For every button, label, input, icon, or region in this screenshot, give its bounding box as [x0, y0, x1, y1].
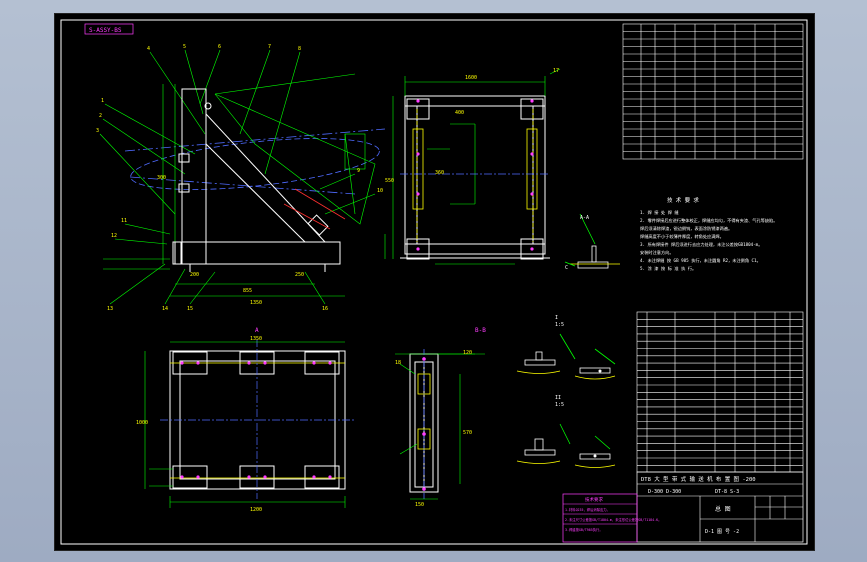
- weld-details: [516, 213, 620, 468]
- tech-note: 焊后须清除焊渣，锐边倒钝，表面涂防锈漆两遍。: [640, 225, 732, 232]
- view-label-b: B-B: [475, 327, 486, 334]
- svg-text:18: 18: [395, 360, 401, 366]
- svg-text:2: 2: [99, 113, 102, 119]
- detail-ratio-2: 1:5: [555, 402, 564, 408]
- frame-front-view: [392, 68, 561, 265]
- main-title: DT8 大 型 带 式 输 送 机 布 置 图 -200: [641, 475, 756, 483]
- title-tag: S-ASSY-BS: [89, 27, 122, 34]
- tech-note: 1. 焊 接 处 焊 缝: [640, 209, 679, 216]
- svg-text:5: 5: [183, 44, 186, 50]
- frame-plan-view: [144, 339, 355, 508]
- tech-note: 安装时注意方向。: [640, 249, 674, 256]
- detail-ratio-1: 1:5: [555, 322, 564, 328]
- view-label-a: A: [255, 327, 259, 334]
- svg-text:10: 10: [377, 188, 383, 194]
- tech-note: 焊缝高度不小于较薄件厚度，转角处应满焊。: [640, 233, 724, 240]
- tech-note: 5. 涂 漆 按 标 准 执 行。: [640, 265, 696, 272]
- tech-note: 3. 所有焊接件 焊后须进行去应力处理，未注公差按GB1804-m。: [640, 241, 762, 248]
- cad-viewport[interactable]: S-ASSY-BS: [54, 13, 815, 551]
- svg-text:9: 9: [357, 168, 360, 174]
- stamp-line: 1.材料Q235，焊后消除应力。: [565, 507, 610, 512]
- dim-text: 360: [435, 170, 444, 176]
- svg-text:6: 6: [218, 44, 221, 50]
- dim-text: 250: [295, 272, 304, 278]
- section-label-aa: A-A: [580, 215, 589, 221]
- svg-text:11: 11: [121, 218, 127, 224]
- dim-text: 150: [415, 502, 424, 508]
- svg-text:3: 3: [96, 128, 99, 134]
- column-side-view: [395, 349, 485, 500]
- drawing-number: D-1 图 号 -2: [705, 529, 739, 535]
- balloon-labels: 1 2 3 4 5 6 7 8 9 10 11 12 13 14 15 16 1…: [96, 44, 559, 366]
- dim-text: 400: [455, 110, 464, 116]
- drawing-canvas: S-ASSY-BS: [60, 19, 808, 545]
- dim-text: 855: [243, 288, 252, 294]
- svg-text:15: 15: [187, 306, 193, 312]
- title-code: D-300 D-300: [648, 489, 681, 495]
- svg-text:16: 16: [322, 306, 328, 312]
- parameter-table: [622, 23, 804, 160]
- title-block: DT8 大 型 带 式 输 送 机 布 置 图 -200 D-300 D-300…: [636, 471, 804, 543]
- svg-text:8: 8: [298, 46, 301, 52]
- detail-label-1: I: [555, 315, 558, 321]
- stamp-block: 技术要求 1.材料Q235，焊后消除应力。 2.未注尺寸公差按GB/T1804-…: [562, 493, 661, 543]
- bracket-view: [99, 49, 386, 305]
- stamp-line: 3.焊缝按GB/T985执行。: [565, 527, 603, 532]
- dim-text: 300: [157, 175, 166, 181]
- tech-note: 4. 未注焊缝 按 GB 985 执行，未注圆角 R2，未注倒角 C1。: [640, 257, 761, 264]
- stamp-title: 技术要求: [585, 496, 603, 503]
- dim-text: 200: [190, 272, 199, 278]
- dim-text: 1600: [465, 75, 477, 81]
- tech-heading: 技 术 要 求: [667, 196, 699, 204]
- dim-text: 570: [463, 430, 472, 436]
- dim-text: 1000: [136, 420, 148, 426]
- title-date: DT-8 S-3: [715, 489, 739, 495]
- drawing-border: [60, 19, 808, 545]
- dim-text: 120: [463, 350, 472, 356]
- svg-text:12: 12: [111, 233, 117, 239]
- dim-text: 1350: [250, 336, 262, 342]
- title-tag-box: [84, 23, 134, 35]
- dim-text: 1350: [250, 300, 262, 306]
- tech-note: 2. 零件焊接后应进行整体校正，焊缝应均匀，不得有夹渣、气孔等缺陷。: [640, 217, 777, 224]
- svg-text:17: 17: [553, 68, 559, 74]
- dim-text: 1200: [250, 507, 262, 513]
- technical-notes: 技 术 要 求 1. 焊 接 处 焊 缝 2. 零件焊接后应进行整体校正，焊缝应…: [640, 196, 777, 272]
- detail-label-2: II: [555, 395, 561, 401]
- title-label: 总 图: [715, 505, 731, 513]
- svg-text:4: 4: [147, 46, 150, 52]
- section-label-c: C: [565, 265, 568, 271]
- svg-text:13: 13: [107, 306, 113, 312]
- dim-text: 550: [385, 178, 394, 184]
- svg-text:7: 7: [268, 44, 271, 50]
- svg-text:14: 14: [162, 306, 168, 312]
- svg-text:1: 1: [101, 98, 104, 104]
- parts-list: [636, 311, 804, 473]
- stamp-line: 2.未注尺寸公差按GB/T1804-m，未注形位公差按GB/T1184-K。: [565, 517, 661, 522]
